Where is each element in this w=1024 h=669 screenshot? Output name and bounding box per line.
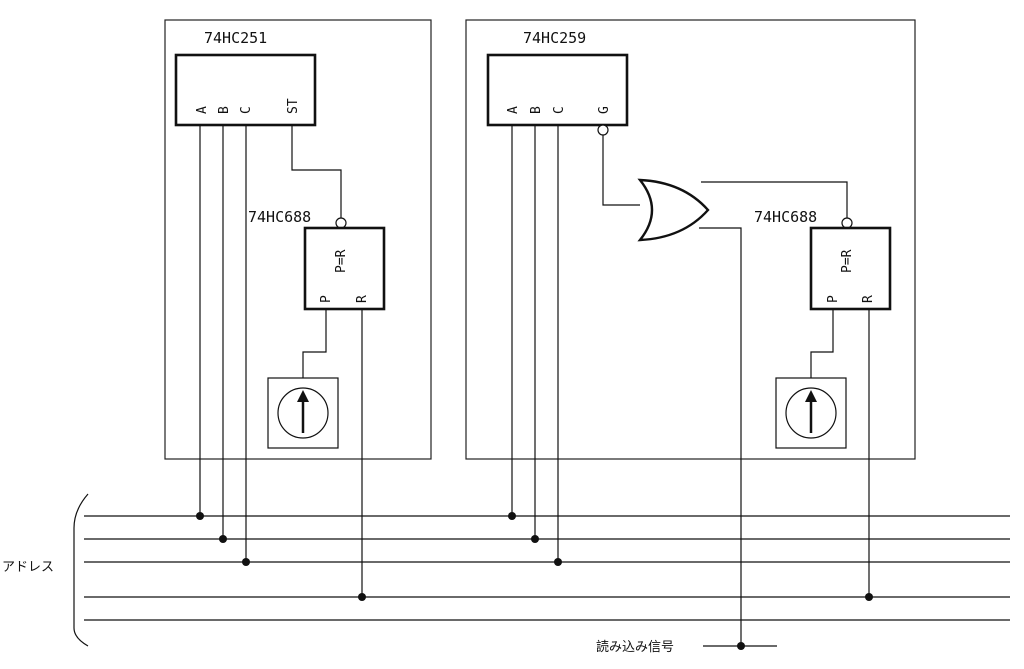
rotary-switch xyxy=(775,377,847,449)
junction-dot xyxy=(358,593,366,601)
pin-b-label: B xyxy=(529,106,544,114)
pin-c-label: C xyxy=(552,106,567,114)
comparator-label: 74HC688 xyxy=(754,208,817,226)
g-wire xyxy=(602,135,640,206)
active-low-bubble xyxy=(597,124,609,136)
comparator-chip xyxy=(809,226,892,311)
board-label: 74HC251 xyxy=(204,29,267,47)
p-wire xyxy=(810,309,834,378)
board-74hc251: 74HC251 A B C ST 74HC688 P=R P R xyxy=(164,19,432,597)
junction-dot xyxy=(219,535,227,543)
junction-dot xyxy=(531,535,539,543)
board-label: 74HC259 xyxy=(523,29,586,47)
junction-dot xyxy=(865,593,873,601)
p-eq-r-label: P=R xyxy=(334,249,349,273)
p-eq-r-label: P=R xyxy=(840,249,855,273)
st-wire xyxy=(291,125,342,218)
r-input-label: R xyxy=(355,295,370,303)
pin-b-label: B xyxy=(217,106,232,114)
rotary-switch xyxy=(267,377,339,449)
active-low-bubble xyxy=(841,217,853,229)
pin-st-label: ST xyxy=(286,98,301,114)
read-signal-label: 読み込み信号 xyxy=(596,639,674,655)
junction-dot xyxy=(554,558,562,566)
p-input-label: P xyxy=(319,295,334,303)
junction-dot xyxy=(737,642,745,650)
junction-dot xyxy=(508,512,516,520)
pin-g-label: G xyxy=(597,106,612,114)
comparator-label: 74HC688 xyxy=(248,208,311,226)
active-low-bubble xyxy=(335,217,347,229)
p-wire xyxy=(302,309,327,378)
r-input-label: R xyxy=(861,295,876,303)
pin-a-label: A xyxy=(195,106,210,114)
pin-a-label: A xyxy=(506,106,521,114)
pin-c-label: C xyxy=(239,106,254,114)
bus-brace xyxy=(73,493,89,647)
or-gate-icon xyxy=(637,178,710,242)
address-bus: アドレス xyxy=(2,493,1010,647)
latch-chip xyxy=(486,53,629,127)
mux-chip xyxy=(174,53,317,127)
or-input-wire xyxy=(701,181,848,218)
arrow-up-icon xyxy=(805,390,817,402)
p-input-label: P xyxy=(826,295,841,303)
arrow-up-icon xyxy=(297,390,309,402)
board-74hc259: 74HC259 A B C G 74HC688 P=R P R xyxy=(465,19,916,646)
or-input-wire xyxy=(699,227,742,646)
junction-dot xyxy=(196,512,204,520)
read-signal: 読み込み信号 xyxy=(596,639,777,655)
bus-label: アドレス xyxy=(2,560,54,575)
comparator-chip xyxy=(303,226,386,311)
junction-dot xyxy=(242,558,250,566)
